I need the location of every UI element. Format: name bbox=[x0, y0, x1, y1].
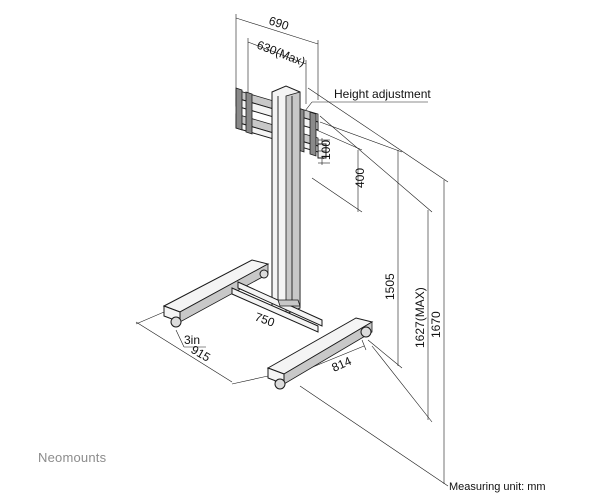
dim-100: 100 bbox=[319, 140, 333, 160]
dim-1670: 1670 bbox=[429, 311, 443, 338]
brand-logo: Neomounts bbox=[38, 450, 107, 465]
dimension-lines bbox=[135, 14, 449, 487]
base-frame bbox=[162, 259, 374, 385]
dim-690: 690 bbox=[267, 14, 291, 34]
caster-wheels bbox=[170, 269, 372, 390]
measuring-unit-note: Measuring unit: mm bbox=[449, 481, 546, 493]
center-column bbox=[271, 85, 301, 315]
dim-630-max: 630(Max) bbox=[255, 38, 307, 69]
dim-750: 750 bbox=[253, 310, 277, 330]
dim-814: 814 bbox=[330, 354, 354, 375]
dim-1627-max: 1627(MAX) bbox=[413, 287, 427, 348]
height-adjustment-label: Height adjustment bbox=[334, 87, 431, 101]
dim-3in: 3in bbox=[184, 333, 200, 347]
dim-1505: 1505 bbox=[383, 273, 397, 300]
dim-400: 400 bbox=[353, 168, 367, 188]
